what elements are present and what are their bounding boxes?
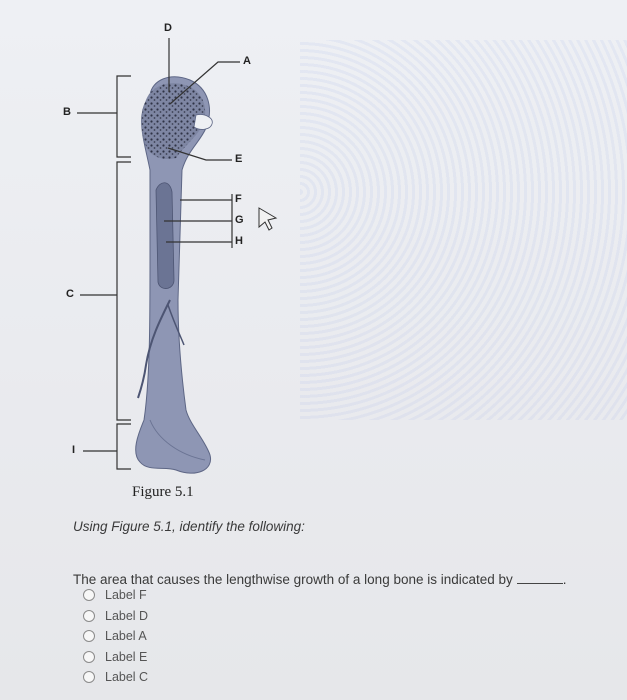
option-text: Label F xyxy=(105,588,147,602)
radio-unchecked-icon[interactable] xyxy=(83,610,95,622)
radio-unchecked-icon[interactable] xyxy=(83,671,95,683)
option-text: Label E xyxy=(105,650,147,664)
answer-blank xyxy=(517,571,563,584)
radio-unchecked-icon[interactable] xyxy=(83,589,95,601)
label-e: E xyxy=(235,153,242,165)
label-b: B xyxy=(63,106,71,118)
medullary-cavity xyxy=(156,183,174,289)
label-d: D xyxy=(164,22,172,34)
option-text: Label D xyxy=(105,609,148,623)
bracket-b xyxy=(117,76,131,157)
option-text: Label A xyxy=(105,629,147,643)
label-h: H xyxy=(235,235,243,247)
bracket-i xyxy=(117,424,131,469)
option-label-f[interactable]: Label F xyxy=(83,585,148,606)
label-g: G xyxy=(235,214,244,226)
option-label-a[interactable]: Label A xyxy=(83,626,148,647)
cursor-arrow-icon xyxy=(259,208,276,230)
radio-unchecked-icon[interactable] xyxy=(83,630,95,642)
label-a: A xyxy=(243,55,251,67)
option-text: Label C xyxy=(105,670,148,684)
option-label-c[interactable]: Label C xyxy=(83,667,148,688)
bracket-c xyxy=(117,162,131,420)
answer-options: Label F Label D Label A Label E Label C xyxy=(83,585,148,688)
figure-5-1: D A B E F G H C I Figure 5.1 xyxy=(0,0,627,510)
label-i: I xyxy=(72,444,75,456)
question-end-mark: . xyxy=(563,572,567,587)
bone-diagram xyxy=(0,0,627,510)
radio-unchecked-icon[interactable] xyxy=(83,651,95,663)
option-label-d[interactable]: Label D xyxy=(83,606,148,627)
instruction-text: Using Figure 5.1, identify the following… xyxy=(73,519,305,534)
option-label-e[interactable]: Label E xyxy=(83,647,148,668)
figure-caption: Figure 5.1 xyxy=(132,484,194,501)
label-c: C xyxy=(66,288,74,300)
label-f: F xyxy=(235,193,242,205)
